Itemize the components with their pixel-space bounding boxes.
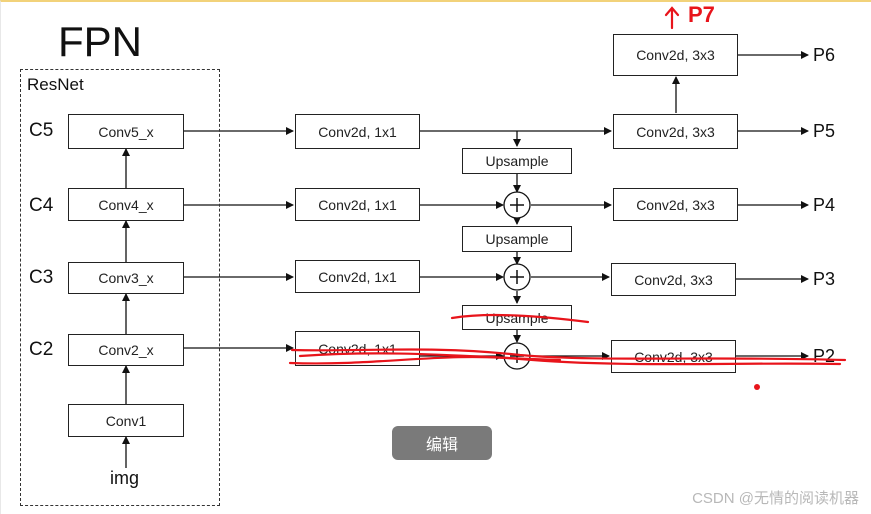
output-label-p2: P2: [813, 346, 836, 366]
backbone-block-conv3: Conv3_x: [68, 262, 184, 294]
strike-p2-row-1: [290, 348, 847, 362]
edit-button[interactable]: 编辑: [392, 426, 492, 460]
resnet-label: ResNet: [27, 75, 84, 94]
strike-p2-row-3: [298, 352, 562, 362]
smooth-conv-p4: Conv2d, 3x3: [613, 188, 738, 221]
diagram-title: FPN: [58, 18, 142, 65]
smooth-conv-p5: Conv2d, 3x3: [613, 114, 738, 149]
red-dot: [754, 384, 760, 390]
input-label: img: [110, 468, 140, 488]
smooth-conv-p2: Conv2d, 3x3: [611, 340, 736, 373]
output-label-p5: P5: [813, 121, 836, 141]
backbone-block-conv5: Conv5_x: [68, 114, 184, 149]
stage-label-c5: C5: [29, 120, 54, 141]
backbone-block-conv2: Conv2_x: [68, 334, 184, 366]
upsample-block-2: Upsample: [462, 226, 572, 252]
output-label-p6: P6: [813, 45, 836, 65]
smooth-conv-p6: Conv2d, 3x3: [613, 34, 738, 76]
upsample-block-1: Upsample: [462, 148, 572, 174]
lateral-conv-5: Conv2d, 1x1: [295, 114, 420, 149]
output-label-p4: P4: [813, 195, 836, 215]
stage-label-c2: C2: [29, 339, 54, 360]
resnet-group: [20, 69, 220, 506]
watermark: CSDN @无情的阅读机器: [692, 490, 859, 507]
stage-label-c4: C4: [29, 195, 54, 216]
strike-upsample-3: [450, 313, 590, 324]
stage-label-c3: C3: [29, 267, 54, 288]
lateral-conv-4: Conv2d, 1x1: [295, 188, 420, 221]
backbone-block-conv1: Conv1: [68, 404, 184, 437]
smooth-conv-p3: Conv2d, 3x3: [611, 263, 736, 296]
annotation-p7: P7: [688, 2, 715, 27]
backbone-block-conv4: Conv4_x: [68, 188, 184, 221]
output-label-p3: P3: [813, 269, 836, 289]
annotation-up-arrow: [664, 6, 680, 30]
lateral-conv-3: Conv2d, 1x1: [295, 260, 420, 293]
